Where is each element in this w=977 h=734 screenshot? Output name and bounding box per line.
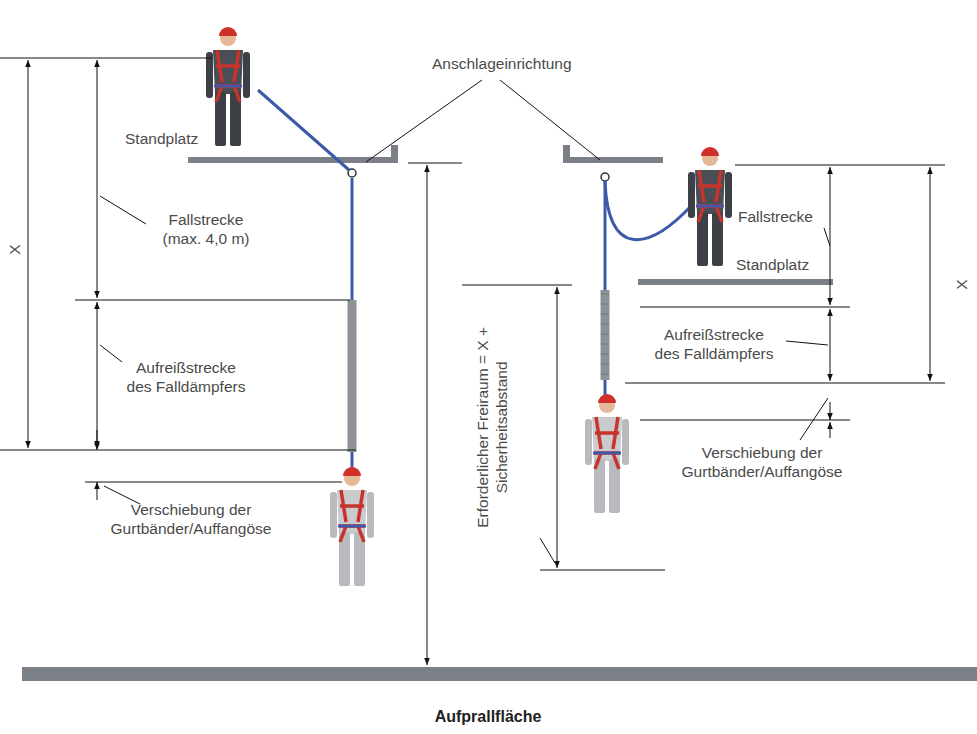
leader-line	[500, 80, 600, 160]
extension-line	[625, 383, 945, 384]
falling-worker	[330, 467, 374, 586]
dimension-x	[28, 60, 29, 448]
extension-line	[75, 300, 350, 301]
platform-lip	[563, 145, 570, 163]
extension-line	[462, 285, 572, 286]
extension-line	[408, 163, 462, 164]
callout-label: Fallstrecke	[738, 207, 813, 226]
energy-absorber	[601, 290, 610, 380]
dimension-shift-arrow	[830, 422, 831, 438]
callout-label: Aufreißstrecke des Falldämpfers	[650, 325, 778, 364]
absorber-fold	[601, 334, 609, 335]
leader-line	[100, 345, 122, 362]
energy-absorber	[348, 300, 357, 452]
leader-line	[366, 80, 482, 162]
absorber-fold	[601, 344, 609, 345]
absorber-fold	[601, 294, 609, 295]
dimension-fall-distance	[97, 60, 98, 298]
lanyard	[258, 90, 349, 170]
callout-label: Verschiebung der Gurtbänder/Auffangöse	[102, 500, 280, 539]
dimension-tear-distance	[97, 302, 98, 448]
leader-line	[786, 341, 828, 345]
callout-label: Standplatz	[736, 255, 809, 274]
extension-line	[0, 450, 356, 451]
dimension-shift-arrow	[97, 482, 98, 500]
dimension-label: X	[5, 245, 24, 255]
absorber-fold	[601, 374, 609, 375]
absorber-fold	[601, 304, 609, 305]
dimension-clearance	[427, 165, 428, 665]
callout-label: Aufprallfläche	[435, 707, 542, 727]
absorber-fold	[601, 364, 609, 365]
leader-line	[100, 196, 146, 224]
anchor-ring	[601, 173, 609, 181]
dimension-clearance	[557, 287, 558, 568]
extension-line	[0, 58, 212, 59]
dimension-label: X	[952, 280, 971, 290]
anchor-ring	[348, 169, 356, 177]
leader-line	[540, 538, 555, 563]
absorber-fold	[601, 314, 609, 315]
dimension-x	[930, 167, 931, 381]
falling-worker	[585, 394, 629, 513]
extension-line	[85, 482, 342, 483]
impact-surface	[22, 667, 977, 681]
lanyard	[605, 181, 692, 240]
lanyard	[351, 178, 354, 300]
callout-label: Anschlageinrichtung	[432, 54, 572, 73]
leader-line	[800, 398, 828, 440]
dimension-shift-arrow	[830, 402, 831, 420]
extension-line	[640, 307, 850, 308]
lanyard	[604, 181, 607, 290]
extension-line	[640, 420, 850, 421]
absorber-fold	[601, 354, 609, 355]
extension-line	[540, 570, 665, 571]
extension-line	[735, 165, 945, 166]
standing-worker	[688, 147, 732, 266]
dimension-shift-arrow	[97, 430, 98, 450]
callout-label: Aufreißstrecke des Falldämpfers	[122, 358, 250, 397]
platform	[563, 157, 663, 163]
dimension-fall-distance	[830, 167, 831, 305]
callout-label: Standplatz	[125, 129, 198, 148]
callout-label: Verschiebung der Gurtbänder/Auffangöse	[662, 443, 862, 482]
callout-label: Fallstrecke (max. 4,0 m)	[150, 210, 262, 249]
platform-lip	[391, 145, 398, 163]
leader-line	[824, 228, 830, 246]
dimension-label: Erforderlicher Freiraum = X + Sicherheit…	[473, 322, 512, 532]
dimension-tear-distance	[830, 309, 831, 381]
drawing	[0, 27, 977, 681]
standing-worker	[206, 27, 250, 146]
absorber-fold	[601, 324, 609, 325]
platform	[638, 279, 833, 285]
